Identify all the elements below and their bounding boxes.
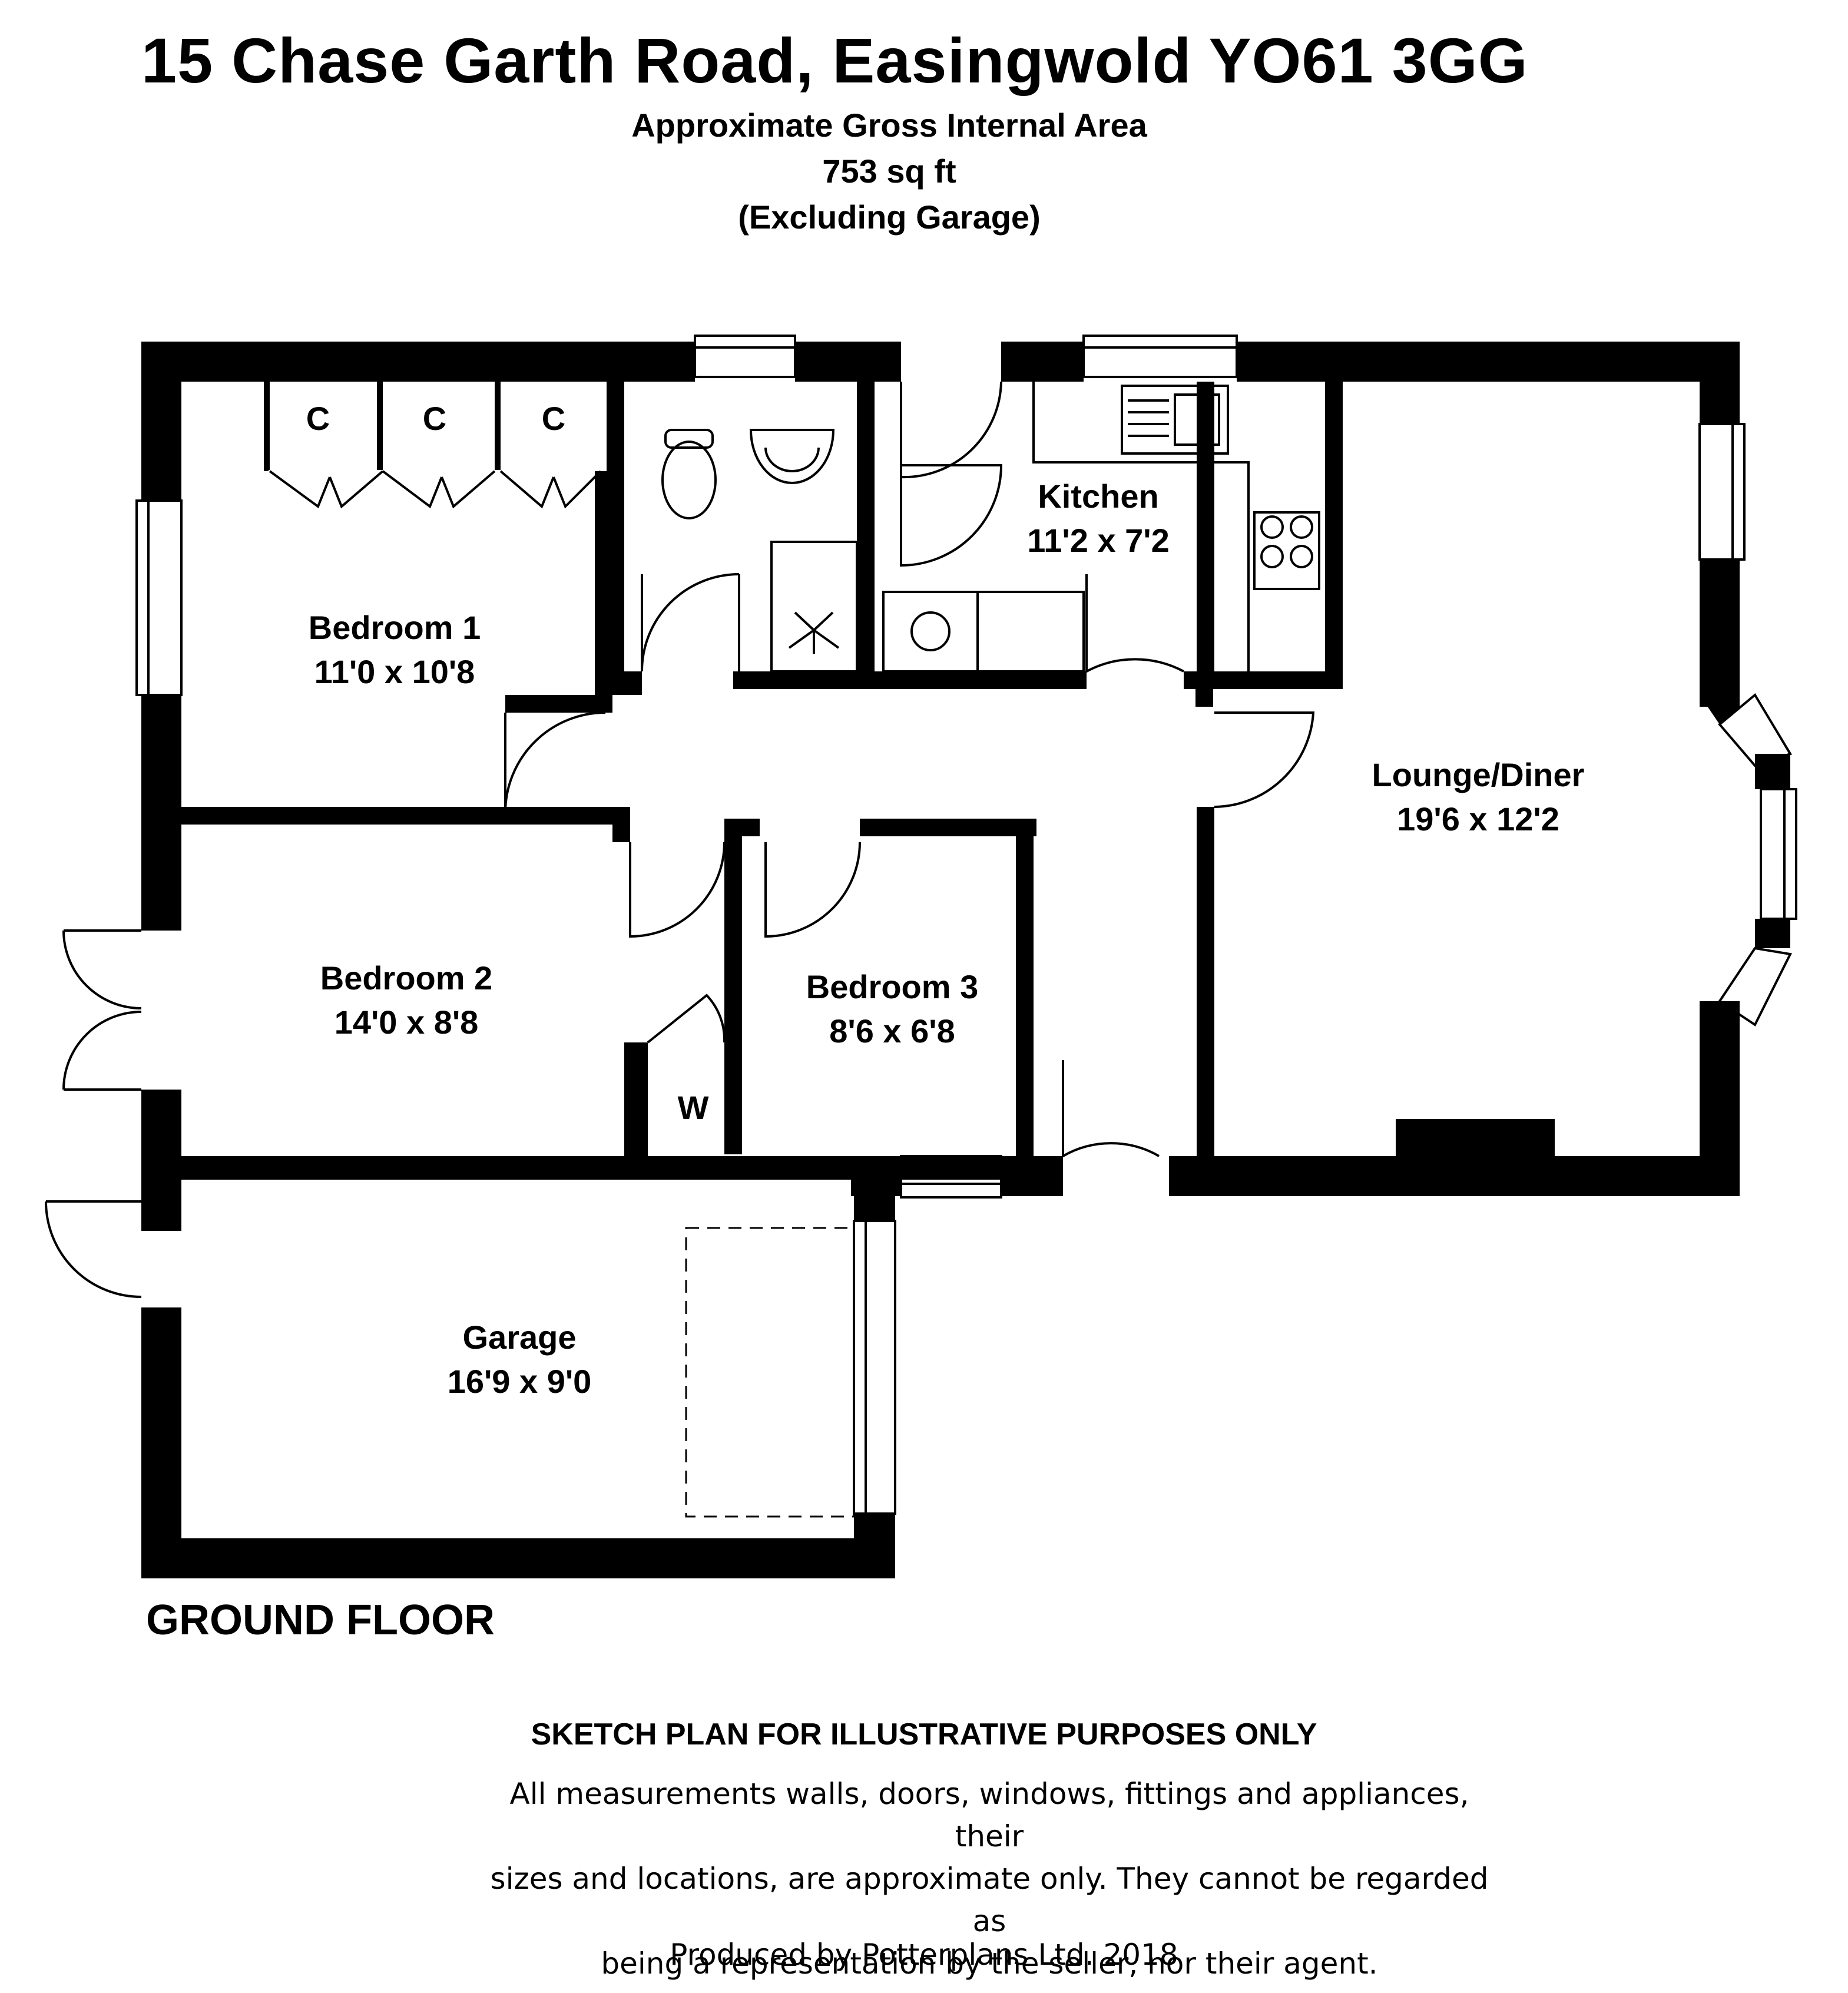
wardrobe-label: W [678,1089,709,1126]
cupboard-label-3: C [542,400,565,437]
area-label: Approximate Gross Internal Area [631,107,1147,144]
cupboard-label-1: C [306,400,330,437]
windows [135,335,1797,1515]
disclaimer-title: SKETCH PLAN FOR ILLUSTRATIVE PURPOSES ON… [531,1717,1317,1752]
lounge-name: Lounge/Diner [1372,756,1585,793]
disclaimer-line-1: All measurements walls, doors, windows, … [509,1777,1469,1853]
page-title: 15 Chase Garth Road, Easingwold YO61 3GG [141,25,1528,96]
garage-size: 16'9 x 9'0 [448,1363,592,1400]
fixtures [264,380,1320,1518]
cupboard-label-2: C [423,400,446,437]
walls [141,342,1790,1578]
disclaimer-line-2: sizes and locations, are approximate onl… [490,1862,1489,1938]
room-labels: C C C Bedroom 1 11'0 x 10'8 Kitchen 11'2… [306,400,1585,1400]
lounge-size: 19'6 x 12'2 [1397,800,1559,837]
area-note: (Excluding Garage) [738,198,1041,236]
produced-by: Produced by Potterplans Ltd. 2018 [670,1938,1178,1972]
bedroom2-name: Bedroom 2 [320,959,493,996]
garage-name: Garage [463,1319,577,1356]
bedroom3-name: Bedroom 3 [806,968,979,1005]
kitchen-name: Kitchen [1038,478,1158,515]
disclaimer-body: All measurements walls, doors, windows, … [483,1773,1496,1985]
kitchen-size: 11'2 x 7'2 [1027,522,1170,559]
doors [45,381,1315,1298]
bedroom3-size: 8'6 x 6'8 [829,1012,955,1050]
bedroom1-size: 11'0 x 10'8 [314,653,475,690]
area-value: 753 sq ft [822,153,956,190]
disclaimer-line-3: being a representation by the seller, no… [601,1946,1378,1981]
floor-name: GROUND FLOOR [146,1597,495,1644]
bedroom1-name: Bedroom 1 [309,609,481,646]
bedroom2-size: 14'0 x 8'8 [335,1004,479,1041]
